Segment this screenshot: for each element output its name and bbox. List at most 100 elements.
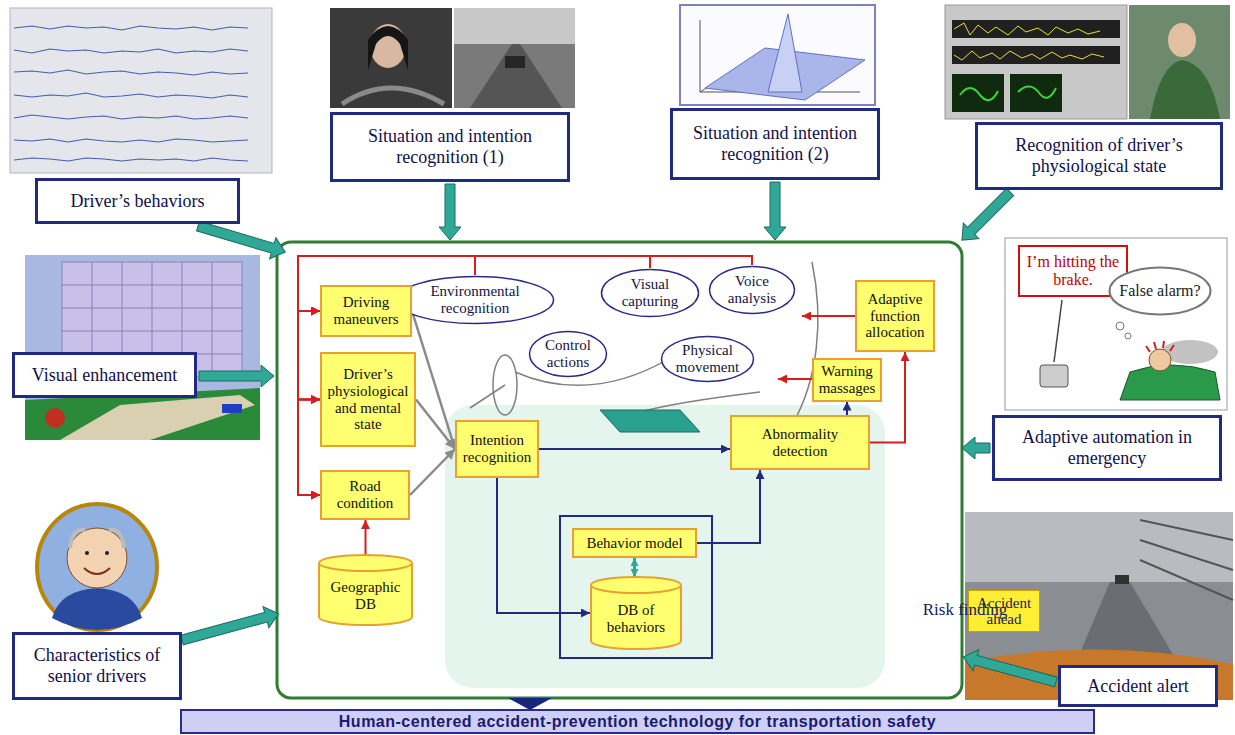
input-arrow — [179, 603, 281, 650]
control-line — [802, 315, 855, 317]
goal-banner: Human-centered accident-prevention techn… — [180, 709, 1095, 734]
sensing-ellipse: Physical movement — [660, 335, 755, 383]
topic-box: Characteristics of senior drivers — [12, 632, 182, 700]
signal-trace — [14, 115, 248, 119]
signal-trace — [14, 49, 248, 53]
sensing-ellipse: Visual capturing — [600, 268, 700, 318]
cartoon-hair — [1146, 341, 1174, 352]
input-arrow — [199, 365, 274, 387]
portrait-eye — [105, 551, 109, 555]
topic-label: Characteristics of senior drivers — [23, 645, 171, 686]
portrait-shirt — [52, 588, 142, 630]
sensing-label: Voice analysis — [720, 273, 784, 307]
process-box: Adaptive function allocation — [855, 280, 935, 352]
portrait-hair — [70, 530, 124, 548]
process-label: Warning massages — [818, 363, 876, 397]
system-panel — [277, 242, 962, 698]
sensing-ellipse: Control actions — [528, 330, 608, 378]
road-photo-car — [505, 56, 525, 68]
portrait-face — [67, 528, 127, 588]
topic-box: Situation and intention recognition (1) — [330, 112, 570, 182]
traffic-photo-sky — [965, 512, 1233, 582]
cartoon-frame — [1005, 238, 1227, 410]
topic-label: Recognition of driver’s physiological st… — [986, 135, 1212, 176]
process-box: Abnormality detection — [730, 415, 870, 470]
alert-text: Accident ahead — [972, 595, 1036, 628]
database-cylinder: DB of behaviors — [590, 577, 682, 649]
sensing-label: Visual capturing — [612, 276, 688, 310]
topic-label: Accident alert — [1087, 676, 1188, 697]
goal-text: Human-centered accident-prevention techn… — [339, 712, 936, 731]
connector — [697, 470, 760, 543]
monitor-screen — [945, 5, 1127, 119]
leg-sketch — [640, 392, 760, 412]
process-label: Abnormality detection — [736, 426, 864, 460]
driver-photo — [330, 8, 452, 108]
database-label: Geographic DB — [322, 579, 409, 613]
input-arrow — [960, 646, 1058, 692]
process-label: Intention recognition — [461, 432, 533, 466]
driver-body — [1150, 60, 1220, 119]
road-photo — [454, 8, 575, 108]
driver-face — [1168, 23, 1196, 57]
monitor-trace — [954, 23, 1100, 35]
process-box: Warning massages — [812, 358, 882, 402]
behavior-frame — [560, 516, 712, 658]
monitor-trace-panel — [952, 46, 1120, 64]
signal-chart — [10, 8, 272, 173]
thought-dot — [1116, 322, 1124, 330]
ellipse-outline — [662, 337, 754, 382]
cylinder-body — [319, 555, 412, 625]
cloud-outline — [1110, 268, 1211, 315]
signal-trace — [14, 70, 248, 75]
control-line — [778, 378, 812, 380]
monitor-trace-panel — [952, 20, 1120, 38]
steering-column-sketch — [470, 385, 505, 408]
connector — [539, 448, 730, 450]
connector — [633, 558, 636, 577]
ellipse-outline — [530, 332, 607, 377]
signal-trace — [14, 139, 248, 142]
connector — [410, 449, 455, 495]
process-label: Road condition — [326, 478, 404, 512]
process-box: Behavior model — [572, 528, 697, 558]
signal-trace — [14, 158, 248, 161]
signal-trace — [14, 93, 248, 98]
process-box: Driving maneuvers — [320, 285, 412, 337]
thought-dot — [1125, 333, 1131, 339]
portrait-smile — [84, 568, 110, 574]
input-arrow — [962, 437, 990, 459]
connector — [846, 402, 848, 415]
traffic-photo-wall — [1140, 520, 1233, 600]
ellipse-outline — [602, 270, 699, 317]
driver-hair — [368, 26, 408, 70]
car — [222, 404, 242, 413]
topic-box: Accident alert — [1058, 665, 1218, 707]
topic-box: Visual enhancement — [12, 352, 197, 398]
voice-device — [1040, 365, 1068, 387]
process-box: Road condition — [320, 470, 410, 520]
cylinder-rim — [591, 585, 681, 593]
topic-label: Adaptive automation in emergency — [1003, 427, 1211, 468]
process-label: Behavior model — [586, 535, 682, 552]
input-arrow — [954, 184, 1018, 248]
risk-region: Risk findingIntention recognitionAbnorma… — [445, 405, 885, 688]
topic-label: Driver’s behaviors — [70, 191, 204, 212]
ellipse-outline — [710, 267, 795, 314]
topic-box: Driver’s behaviors — [35, 178, 240, 224]
road-photo-road — [470, 44, 562, 108]
connector — [365, 520, 367, 555]
process-label: Driver’s physiological and mental state — [326, 366, 410, 433]
speech-tail — [1054, 300, 1062, 362]
traffic-photo-car — [1115, 575, 1129, 584]
connector — [416, 400, 455, 450]
portrait-frame — [37, 504, 157, 630]
thought-text: False alarm? — [1119, 282, 1200, 300]
portrait-eye — [85, 551, 89, 555]
process-label: Driving maneuvers — [326, 294, 406, 328]
driver-photo — [1129, 5, 1230, 119]
connector — [298, 256, 650, 495]
database-label: DB of behaviors — [594, 602, 678, 636]
